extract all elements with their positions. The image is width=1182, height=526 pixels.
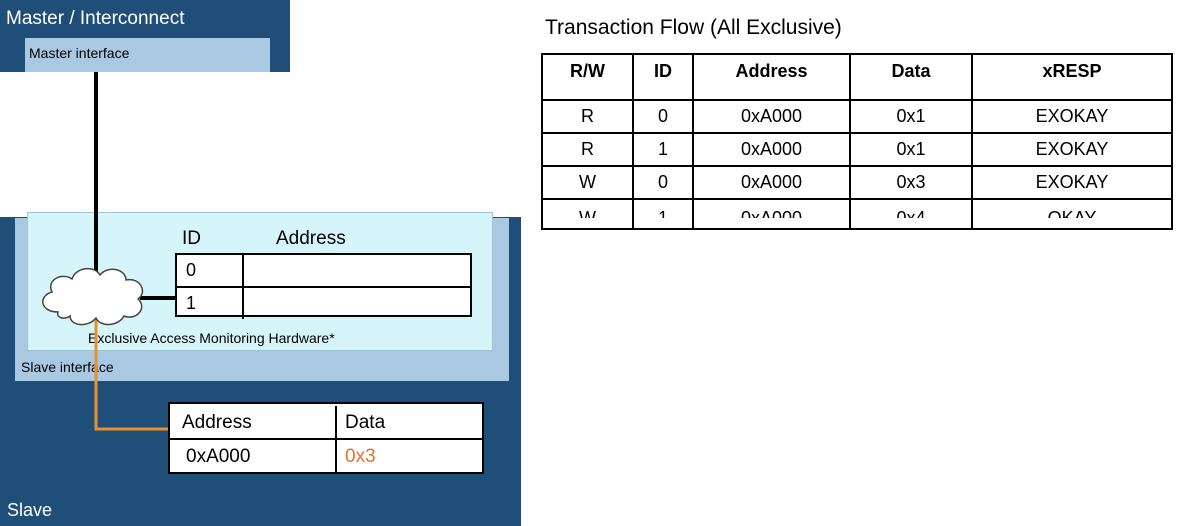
cell-rw: W xyxy=(541,198,634,230)
cell-xresp: EXOKAY xyxy=(971,99,1173,134)
cell-id: 1 xyxy=(632,198,694,230)
table-header-row: R/W ID Address Data xRESP xyxy=(541,53,1173,101)
master-interface-block: Master interface xyxy=(25,38,270,72)
memory-header-address: Address xyxy=(170,406,337,440)
transaction-flow-title: Transaction Flow (All Exclusive) xyxy=(545,16,842,39)
cell-rw: R xyxy=(541,99,634,134)
monitor-header-id: ID xyxy=(182,228,201,249)
cell-rw: W xyxy=(541,165,634,200)
slave-label: Slave xyxy=(7,500,53,520)
table-row: R 1 0xA000 0x1 EXOKAY xyxy=(541,132,1173,167)
cell-rw: R xyxy=(541,132,634,167)
cell-xresp: EXOKAY xyxy=(971,165,1173,200)
table-row: R 0 0xA000 0x1 EXOKAY xyxy=(541,99,1173,134)
interconnect-cloud-icon xyxy=(42,267,144,326)
monitor-table: 0 1 xyxy=(175,253,472,319)
cell-address: 0xA000 xyxy=(692,165,851,200)
cell-data: 0x4 xyxy=(849,198,973,230)
memory-table: Address Data 0xA000 0x3 xyxy=(168,402,484,474)
cell-address: 0xA000 xyxy=(692,99,851,134)
table-row: W 0 0xA000 0x3 EXOKAY xyxy=(541,165,1173,200)
slave-interface-label: Slave interface xyxy=(21,359,114,375)
header-rw: R/W xyxy=(541,53,634,101)
memory-divider xyxy=(170,438,482,440)
monitor-id-cell: 0 xyxy=(177,255,244,286)
table-row: W 1 0xA000 0x4 OKAY xyxy=(541,198,1173,230)
master-interconnect-block: Master / Interconnect Master interface xyxy=(0,0,290,72)
cell-xresp: OKAY xyxy=(971,198,1173,230)
memory-header-data: Data xyxy=(345,412,386,433)
cell-data: 0x3 xyxy=(849,165,973,200)
monitor-label: Exclusive Access Monitoring Hardware* xyxy=(88,330,335,346)
cell-xresp: EXOKAY xyxy=(971,132,1173,167)
header-id: ID xyxy=(632,53,694,101)
cell-address: 0xA000 xyxy=(692,132,851,167)
header-address: Address xyxy=(692,53,851,101)
header-data: Data xyxy=(849,53,973,101)
memory-wire xyxy=(94,318,168,431)
cell-id: 1 xyxy=(632,132,694,167)
monitor-row: 0 xyxy=(177,255,470,286)
cell-id: 0 xyxy=(632,99,694,134)
header-xresp: xRESP xyxy=(971,53,1173,101)
cell-address: 0xA000 xyxy=(692,198,851,230)
master-title: Master / Interconnect xyxy=(6,8,185,29)
memory-address-value: 0xA000 xyxy=(170,440,337,474)
memory-data-value: 0x3 xyxy=(345,446,376,467)
monitor-header-address: Address xyxy=(276,228,346,249)
monitor-row: 1 xyxy=(177,286,470,319)
cell-data: 0x1 xyxy=(849,132,973,167)
cell-data: 0x1 xyxy=(849,99,973,134)
monitor-id-cell: 1 xyxy=(177,288,244,319)
cell-id: 0 xyxy=(632,165,694,200)
master-interface-label: Master interface xyxy=(29,45,130,61)
transaction-flow-table: R/W ID Address Data xRESP R 0 0xA000 0x1… xyxy=(541,53,1173,230)
